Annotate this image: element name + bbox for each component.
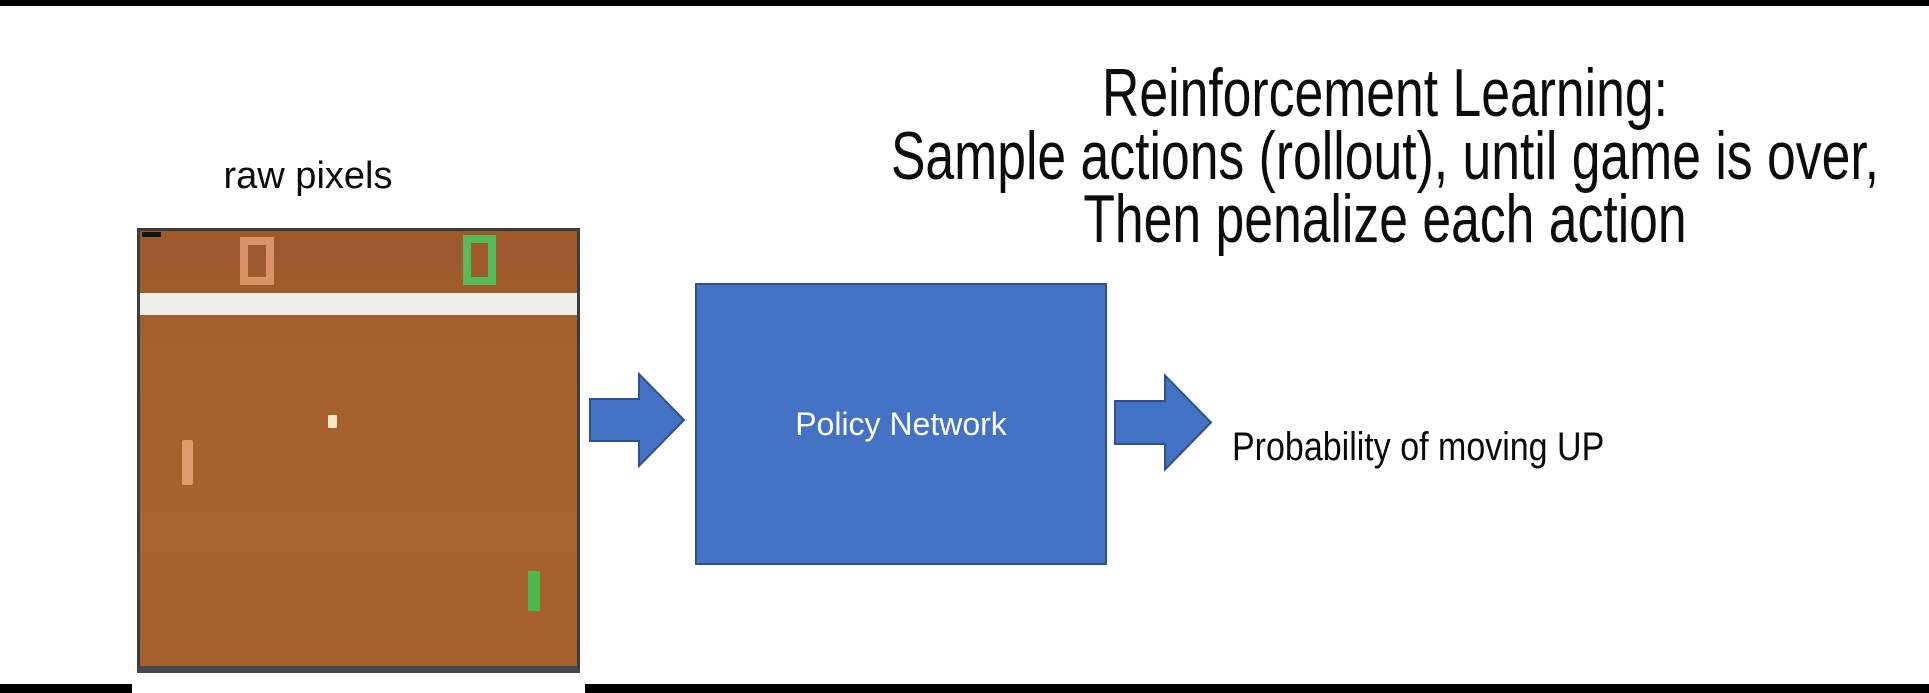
bottom-edge-bar-left (0, 684, 132, 693)
left-player-score (240, 237, 274, 285)
game-top-band (140, 293, 577, 315)
title-line-2: Sample actions (rollout), until game is … (890, 118, 1880, 194)
probability-output-label: Probability of moving UP (1232, 425, 1605, 469)
raw-pixels-caption: raw pixels (223, 155, 393, 197)
bottom-edge-bar-right (585, 684, 1929, 693)
game-corner-dash (142, 232, 161, 237)
top-edge-bar (0, 0, 1929, 6)
flow-arrow-icon (589, 372, 686, 468)
policy-network-box: Policy Network (695, 283, 1107, 565)
pong-game-frame (137, 228, 580, 673)
left-paddle (182, 440, 193, 485)
policy-network-label: Policy Network (795, 405, 1007, 442)
flow-arrow-icon (1114, 373, 1213, 472)
title-line-3: Then penalize each action (1083, 181, 1687, 257)
right-paddle (528, 571, 540, 611)
right-player-score (463, 235, 496, 285)
pong-ball (328, 415, 337, 428)
title-line-1: Reinforcement Learning: (1102, 55, 1668, 131)
slide-title: Reinforcement Learning: Sample actions (… (838, 55, 1929, 257)
